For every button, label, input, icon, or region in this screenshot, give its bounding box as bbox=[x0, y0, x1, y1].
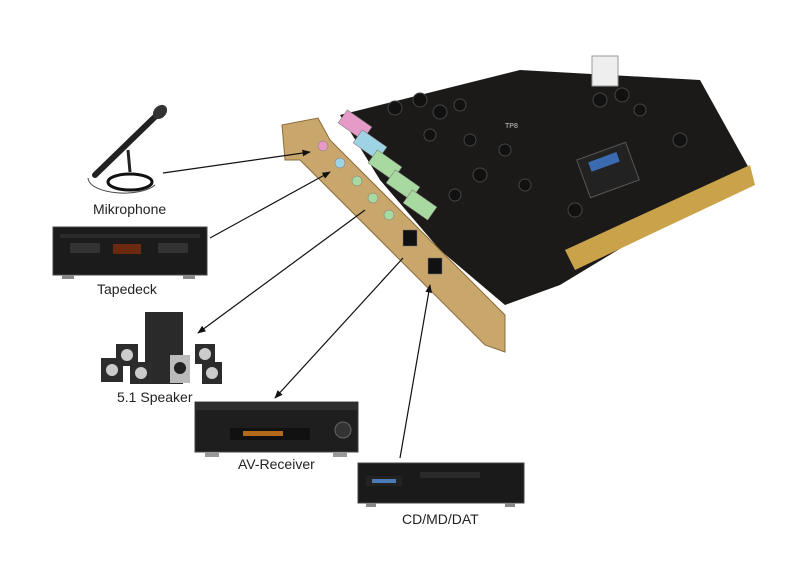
arrow-receiver bbox=[274, 257, 404, 399]
pci-gold-contacts bbox=[565, 165, 755, 270]
label-cd-md-dat: CD/MD/DAT bbox=[402, 511, 479, 527]
arrow-tapedeck bbox=[209, 171, 331, 239]
label-mikrophone: Mikrophone bbox=[93, 201, 167, 217]
label-av-receiver: AV-Receiver bbox=[238, 456, 315, 472]
cd-player-image bbox=[357, 462, 525, 507]
connection-arrows bbox=[162, 149, 433, 459]
metal-bracket bbox=[281, 117, 506, 353]
audio-ports bbox=[317, 109, 443, 275]
arrow-speaker bbox=[197, 209, 366, 334]
port-green-3 bbox=[402, 189, 438, 221]
sound-card: TP8 bbox=[281, 55, 755, 353]
chip-label bbox=[588, 152, 620, 172]
av-receiver-image bbox=[194, 401, 359, 457]
optical-port-2 bbox=[427, 257, 443, 275]
arrow-cd bbox=[399, 284, 433, 459]
speaker-set-image bbox=[101, 312, 222, 384]
pcb-board bbox=[340, 70, 750, 305]
optical-port-1 bbox=[402, 229, 418, 247]
label-tapedeck: Tapedeck bbox=[97, 281, 157, 297]
label-5-1-speaker: 5.1 Speaker bbox=[117, 389, 193, 405]
tapedeck-image bbox=[52, 226, 208, 279]
white-connector bbox=[591, 55, 619, 87]
microphone-image bbox=[87, 104, 168, 194]
board-marking: TP8 bbox=[505, 123, 518, 130]
arrow-mic bbox=[162, 149, 311, 174]
chip-main bbox=[576, 141, 640, 199]
capacitors bbox=[387, 87, 688, 218]
